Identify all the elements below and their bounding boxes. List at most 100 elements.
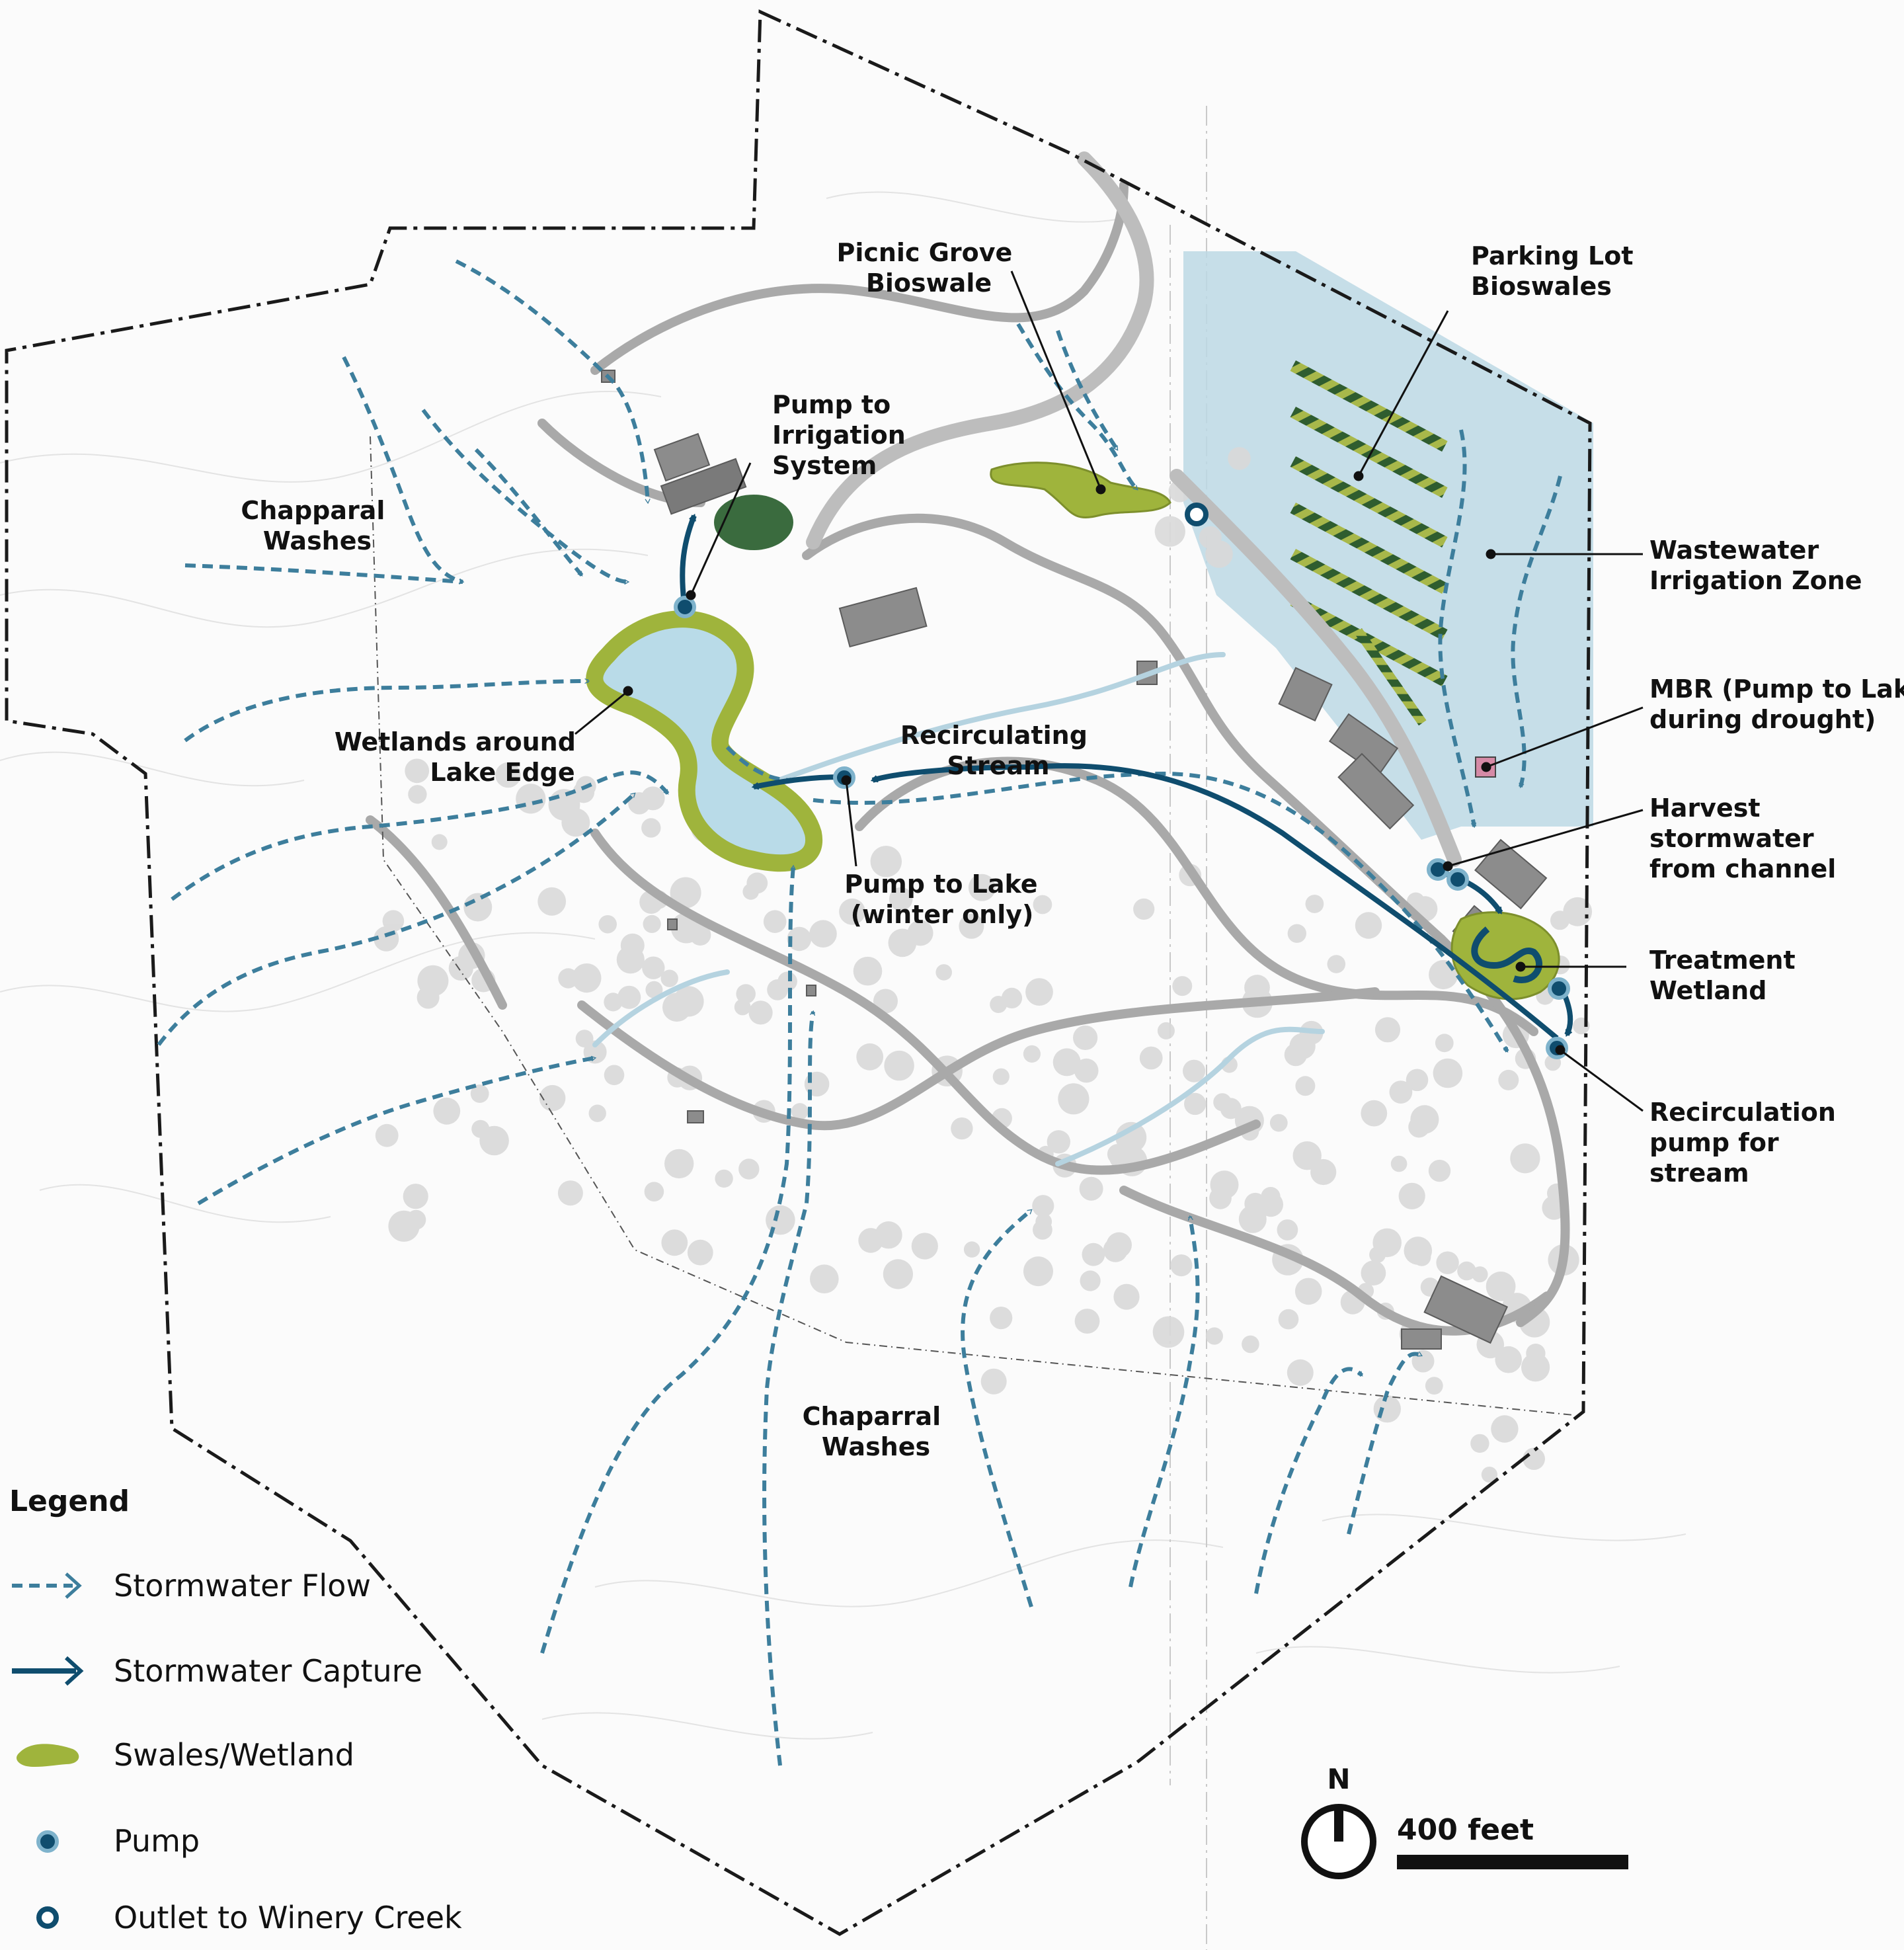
tree-mark bbox=[620, 933, 645, 957]
tree-mark bbox=[1435, 1034, 1454, 1053]
label-recirc-pump-1: Recirculation bbox=[1649, 1098, 1836, 1127]
svg-text:Chapparal Washes: Chapparal Washes bbox=[241, 496, 393, 555]
tree-mark bbox=[1058, 1083, 1090, 1115]
tree-mark bbox=[1389, 1080, 1413, 1104]
svg-text:Recirculating Stream: Recirculating Stream bbox=[900, 721, 1096, 780]
tree-mark bbox=[1369, 1246, 1386, 1263]
tree-mark bbox=[642, 956, 665, 979]
svg-text:Stormwater Capture: Stormwater Capture bbox=[114, 1653, 422, 1689]
label-pump-lake-1: Pump to Lake bbox=[844, 870, 1037, 899]
legend-item-pump: Pump bbox=[36, 1823, 200, 1859]
tree-mark bbox=[1139, 1046, 1163, 1070]
tree-mark bbox=[539, 1084, 566, 1112]
wastewater-irrigation-zone bbox=[1183, 251, 1593, 840]
tree-mark bbox=[959, 913, 984, 939]
label-pump-irrigation-2: Irrigation bbox=[772, 421, 906, 450]
tree-mark bbox=[791, 1103, 809, 1120]
tree-mark bbox=[643, 914, 661, 933]
tree-mark bbox=[1412, 1248, 1431, 1266]
tree-mark bbox=[1295, 1076, 1316, 1096]
tree-mark bbox=[403, 1184, 428, 1209]
label-pump-irrigation-1: Pump to bbox=[772, 390, 891, 419]
tree-mark bbox=[1154, 516, 1185, 547]
tree-mark bbox=[1184, 1092, 1207, 1116]
tree-mark bbox=[673, 986, 704, 1017]
picnic-grove-bioswale bbox=[990, 462, 1171, 519]
tree-mark bbox=[645, 981, 663, 998]
label-treatment-2: Wetland bbox=[1649, 976, 1766, 1005]
tree-mark bbox=[1481, 1467, 1497, 1483]
tree-mark bbox=[558, 968, 578, 989]
tree-mark bbox=[1106, 1232, 1132, 1258]
svg-text:Outlet to Winery Creek: Outlet to Winery Creek bbox=[114, 1900, 462, 1935]
tree-mark bbox=[853, 956, 883, 986]
tree-mark bbox=[1157, 1022, 1175, 1039]
tree-mark bbox=[1433, 1058, 1463, 1088]
tree-mark bbox=[883, 1259, 913, 1289]
tree-mark bbox=[858, 1228, 883, 1253]
tree-mark bbox=[810, 1264, 839, 1293]
tree-mark bbox=[664, 1149, 694, 1179]
tree-mark bbox=[1287, 924, 1307, 943]
tree-mark bbox=[787, 926, 812, 952]
tree-mark bbox=[1361, 1100, 1388, 1127]
legend-item-stormwater-flow: Stormwater Flow bbox=[12, 1568, 371, 1604]
tree-mark bbox=[935, 964, 952, 981]
tree-mark bbox=[1242, 1335, 1259, 1354]
tree-mark bbox=[839, 898, 865, 925]
tree-mark bbox=[911, 1233, 938, 1260]
svg-text:Wastewater Irrigation Zo: Wastewater Irrigation Zone bbox=[1649, 536, 1862, 595]
tree-mark bbox=[870, 846, 902, 877]
tree-mark bbox=[766, 1205, 795, 1235]
tree-mark bbox=[734, 998, 751, 1016]
tree-mark bbox=[1398, 1182, 1425, 1209]
tree-mark bbox=[1152, 1316, 1185, 1348]
tree-mark bbox=[405, 758, 430, 784]
tree-mark bbox=[1228, 447, 1251, 470]
tree-mark bbox=[1495, 1346, 1522, 1373]
tree-mark bbox=[1213, 1093, 1232, 1112]
tree-mark bbox=[598, 915, 617, 934]
tree-mark bbox=[516, 784, 546, 814]
tree-mark bbox=[1374, 1017, 1401, 1043]
tree-mark bbox=[748, 1000, 773, 1025]
tree-mark bbox=[1073, 1025, 1098, 1050]
tree-mark bbox=[1292, 1141, 1322, 1170]
north-label: N bbox=[1327, 1763, 1350, 1795]
label-parking-2: Bioswales bbox=[1471, 272, 1612, 301]
treatment-wetland bbox=[1450, 911, 1560, 1000]
site-boundary bbox=[5, 9, 1592, 1936]
tree-mark bbox=[617, 985, 641, 1009]
legend-item-stormwater-capture: Stormwater Capture bbox=[12, 1653, 422, 1689]
lake bbox=[586, 610, 823, 872]
tree-mark bbox=[809, 920, 837, 948]
tree-mark bbox=[1074, 1309, 1100, 1334]
label-wetlands-2: Lake Edge bbox=[430, 758, 575, 787]
outlet-to-winery-creek bbox=[1185, 503, 1209, 526]
tree-mark bbox=[431, 834, 448, 850]
tree-mark bbox=[1277, 1219, 1298, 1240]
tree-mark bbox=[537, 887, 567, 916]
tree-mark bbox=[557, 1180, 583, 1206]
tree-mark bbox=[1390, 1155, 1408, 1172]
tree-mark bbox=[628, 792, 651, 815]
tree-mark bbox=[1327, 955, 1346, 973]
tree-mark bbox=[738, 1158, 760, 1180]
tree-mark bbox=[1287, 1359, 1314, 1386]
tree-mark bbox=[375, 1123, 399, 1147]
map-labels: Picnic Grove Bioswale Parking Lot Bioswa… bbox=[241, 238, 1904, 1461]
label-recirc-pump-2: pump for bbox=[1649, 1128, 1779, 1157]
legend: Legend Stormwater Flow Stormwater Captur… bbox=[9, 1484, 462, 1935]
tree-mark bbox=[980, 1368, 1007, 1395]
label-wastewater-1: Wastewater bbox=[1649, 536, 1819, 565]
label-recirc-pump-3: stream bbox=[1649, 1158, 1749, 1188]
topography-lines bbox=[0, 191, 1686, 1740]
svg-text:Treatment Wetland: Treatment Wetland bbox=[1649, 946, 1804, 1005]
pump-irrigation bbox=[674, 596, 696, 618]
tree-mark bbox=[561, 808, 590, 837]
tree-mark bbox=[1269, 1114, 1288, 1132]
tree-mark bbox=[968, 873, 996, 901]
legend-item-outlet: Outlet to Winery Creek bbox=[36, 1900, 462, 1935]
